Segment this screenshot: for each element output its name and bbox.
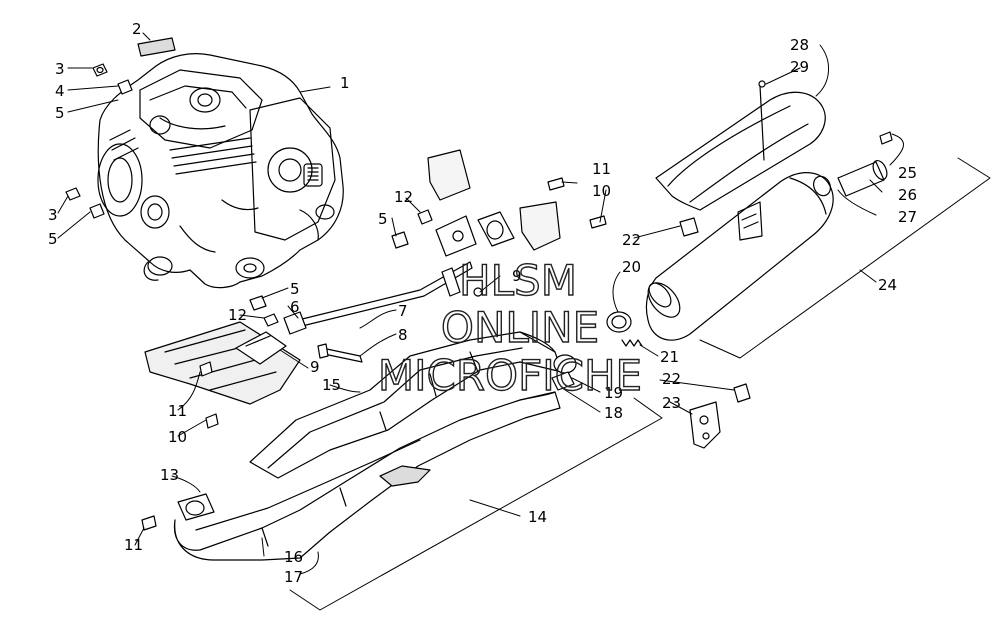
callout-5: 5 — [55, 104, 65, 122]
callout-27: 27 — [898, 208, 917, 226]
callout-11: 11 — [168, 402, 187, 420]
callout-8: 8 — [398, 326, 408, 344]
callout-15: 15 — [322, 376, 341, 394]
callout-10: 10 — [592, 182, 611, 200]
callout-5: 5 — [48, 230, 58, 248]
muffler-heat-shield — [655, 80, 826, 211]
callout-17: 17 — [284, 568, 303, 586]
hardware-left — [65, 63, 133, 219]
callout-3: 3 — [48, 206, 58, 224]
callout-29: 29 — [790, 58, 809, 76]
callout-11: 11 — [592, 160, 611, 178]
callout-23: 23 — [662, 394, 681, 412]
engine-assembly — [97, 53, 344, 289]
heat-shield-right — [427, 149, 561, 251]
callout-18: 18 — [604, 404, 623, 422]
decal-part — [137, 37, 176, 57]
callout-6: 6 — [290, 298, 300, 316]
callout-28: 28 — [790, 36, 809, 54]
callout-21: 21 — [660, 348, 679, 366]
callout-20: 20 — [622, 258, 641, 276]
callout-2: 2 — [132, 20, 142, 38]
callout-9: 9 — [310, 358, 320, 376]
callout-24: 24 — [878, 276, 897, 294]
callout-22: 22 — [662, 370, 681, 388]
callout-5: 5 — [290, 280, 300, 298]
callout-25: 25 — [898, 164, 917, 182]
callout-5: 5 — [378, 210, 388, 228]
callout-9: 9 — [512, 267, 522, 285]
heat-shield-left — [144, 321, 301, 405]
callout-26: 26 — [898, 186, 917, 204]
callout-1: 1 — [340, 74, 350, 92]
callout-3: 3 — [55, 60, 65, 78]
header-pipe-lower — [173, 391, 561, 561]
callout-16: 16 — [284, 548, 303, 566]
mount-bracket-assembly — [249, 209, 483, 363]
muffler — [645, 131, 893, 341]
callout-12: 12 — [394, 188, 413, 206]
callout-12: 12 — [228, 306, 247, 324]
flange-upper — [477, 177, 607, 247]
callout-7: 7 — [398, 302, 408, 320]
callout-13: 13 — [160, 466, 179, 484]
flange-lower — [141, 361, 219, 531]
callout-22: 22 — [622, 231, 641, 249]
callout-14: 14 — [528, 508, 547, 526]
muffler-bracket — [679, 217, 751, 449]
callout-10: 10 — [168, 428, 187, 446]
callout-11: 11 — [124, 536, 143, 554]
callout-4: 4 — [55, 82, 65, 100]
group-bracket-24 — [699, 157, 991, 359]
group-bracket-14 — [289, 397, 663, 611]
coupler — [551, 311, 643, 391]
leader-lines — [57, 32, 904, 575]
callout-19: 19 — [604, 384, 623, 402]
